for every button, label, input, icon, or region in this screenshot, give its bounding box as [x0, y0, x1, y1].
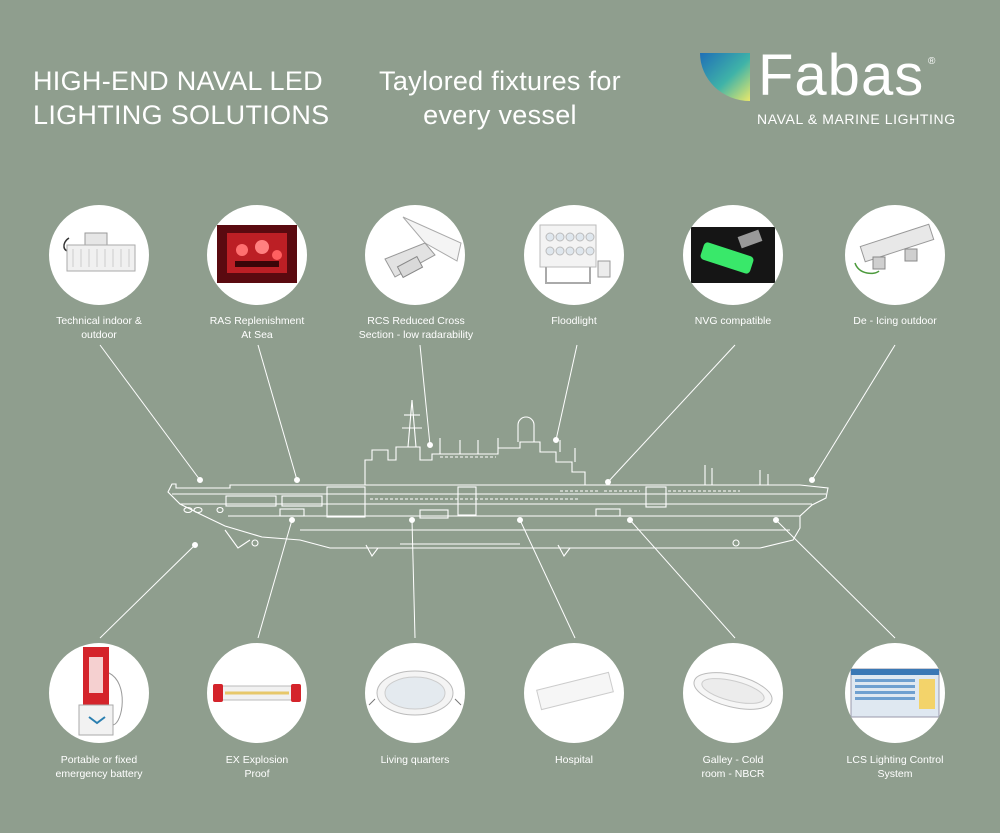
floodlight-icon	[539, 224, 611, 284]
label-ras: RAS Replenishment At Sea	[209, 315, 305, 341]
linear-panel-icon	[536, 671, 614, 711]
product-technical	[49, 205, 149, 305]
product-floodlight	[524, 205, 624, 305]
label-deicing: De - Icing outdoor	[853, 315, 937, 327]
product-emergency	[49, 643, 149, 743]
product-galley	[683, 643, 783, 743]
headline-left: HIGH-END NAVAL LED LIGHTING SOLUTIONS	[33, 66, 330, 130]
label-galley: Galley - Cold room - NBCR	[701, 754, 765, 780]
explosion-proof-tube-icon	[213, 684, 301, 702]
ras-red-light-photo	[217, 225, 297, 283]
emergency-battery-icon	[78, 647, 123, 736]
ship-outline	[167, 399, 829, 558]
brand-name: Fabas	[758, 43, 925, 108]
label-living: Living quarters	[380, 754, 450, 766]
technical-fixture-icon	[63, 232, 136, 272]
label-lcs: LCS Lighting Control System	[846, 754, 944, 780]
nvg-green-light-photo	[691, 227, 775, 283]
leader-lines	[99, 344, 896, 639]
oval-bulkhead-icon	[693, 672, 773, 710]
label-rcs: RCS Reduced Cross Section - low radarabi…	[358, 315, 474, 341]
brand-tagline: NAVAL & MARINE LIGHTING	[757, 111, 956, 127]
control-software-screen-icon	[850, 668, 940, 718]
deicing-fixture-icon	[854, 223, 935, 275]
fabas-logo: Fabas ® NAVAL & MARINE LIGHTING	[700, 43, 960, 130]
product-nvg	[683, 205, 783, 305]
label-emergency: Portable or fixed emergency battery	[55, 754, 143, 780]
product-ras	[207, 205, 307, 305]
product-rcs	[365, 205, 465, 305]
label-floodlight: Floodlight	[551, 315, 597, 327]
product-deicing	[845, 205, 945, 305]
label-technical: Technical indoor & outdoor	[56, 315, 142, 341]
rcs-fixture-icon	[384, 216, 462, 279]
product-living	[365, 643, 465, 743]
product-ex	[207, 643, 307, 743]
headline-right: Taylored fixtures for every vessel	[379, 66, 621, 130]
label-hospital: Hospital	[555, 754, 593, 766]
product-lcs	[845, 643, 945, 743]
label-nvg: NVG compatible	[694, 315, 772, 327]
product-hospital	[524, 643, 624, 743]
label-ex: EX Explosion Proof	[225, 754, 289, 780]
registered-mark: ®	[928, 56, 936, 67]
logo-mark-icon	[700, 53, 750, 101]
downlight-icon	[368, 670, 462, 716]
